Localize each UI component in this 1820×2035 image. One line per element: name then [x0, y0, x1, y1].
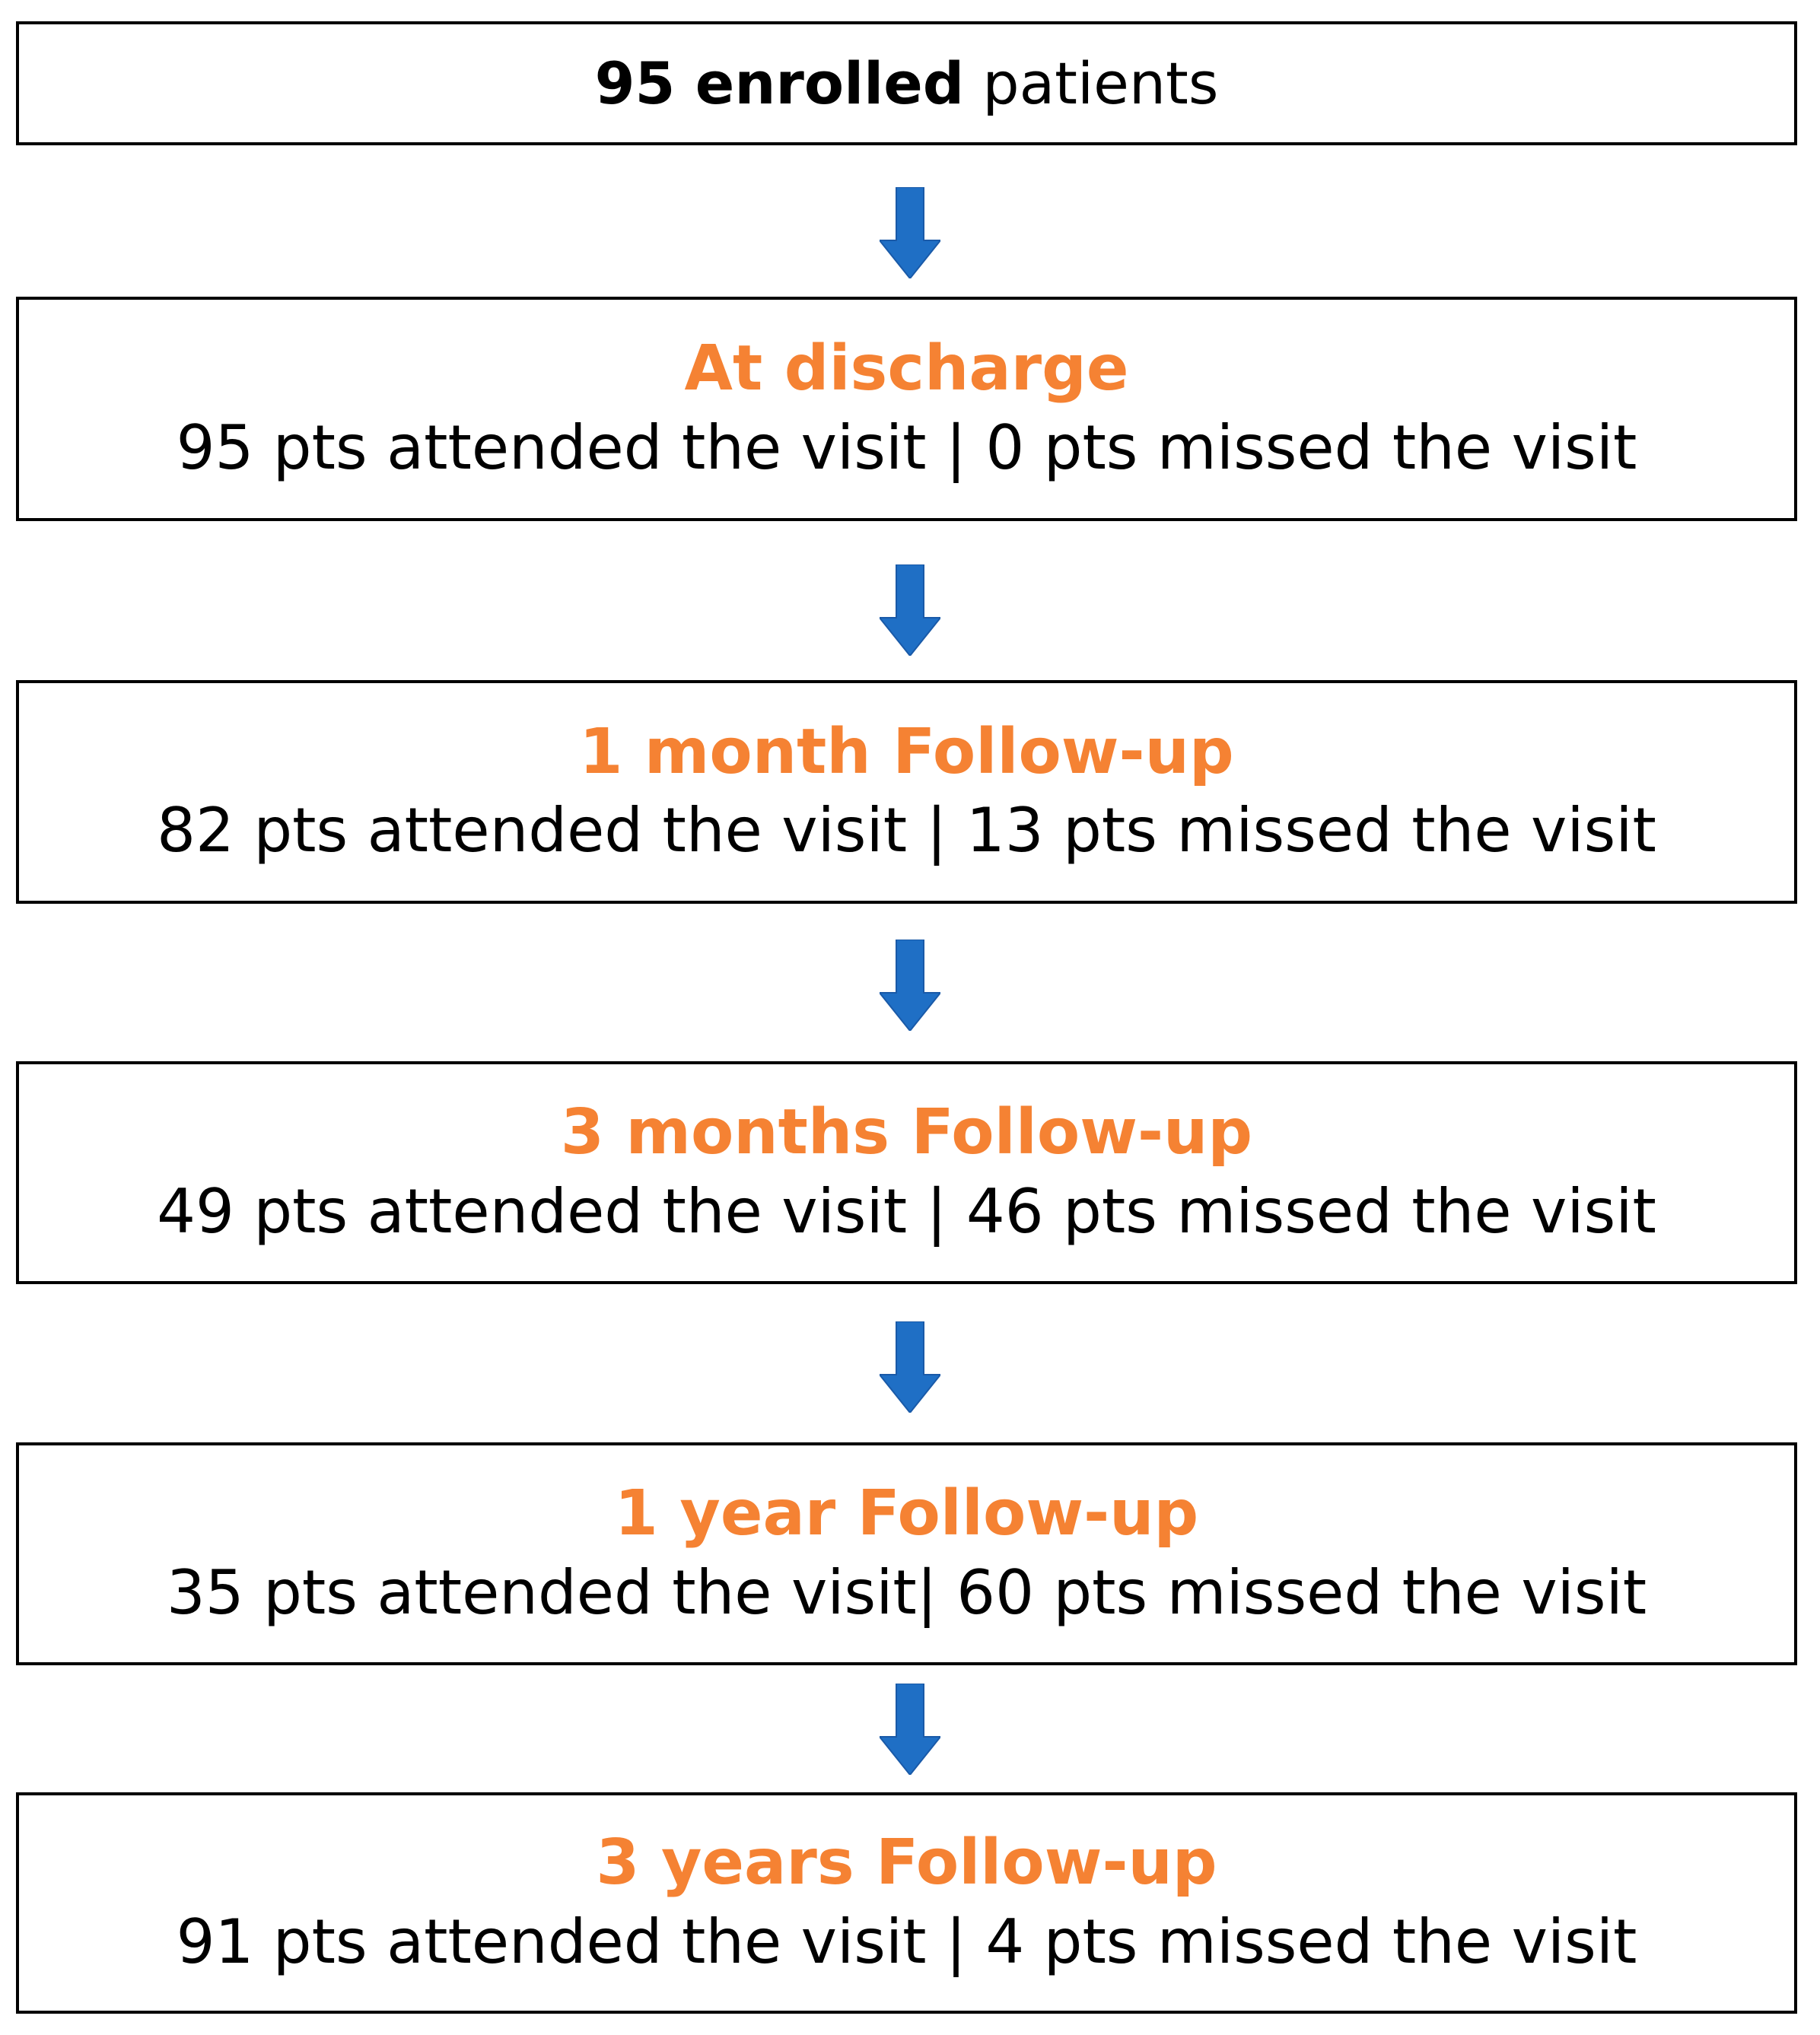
- arrow-down-icon: [880, 564, 940, 656]
- stage-title: 1 month Follow-up: [579, 715, 1234, 788]
- enrollment-suffix: patients: [982, 49, 1219, 117]
- stage-box-discharge: At discharge 95 pts attended the visit |…: [16, 297, 1797, 521]
- stage-box-1-month: 1 month Follow-up 82 pts attended the vi…: [16, 680, 1797, 904]
- arrow-down-icon: [880, 187, 940, 278]
- arrow-down-icon: [880, 1684, 940, 1775]
- stage-box-3-months: 3 months Follow-up 49 pts attended the v…: [16, 1061, 1797, 1284]
- enrollment-count: 95 enrolled: [594, 49, 965, 117]
- stage-box-3-years: 3 years Follow-up 91 pts attended the vi…: [16, 1792, 1797, 2014]
- stage-title: 3 years Follow-up: [596, 1827, 1217, 1900]
- stage-detail: 95 pts attended the visit | 0 pts missed…: [176, 412, 1637, 483]
- stage-detail: 82 pts attended the visit | 13 pts misse…: [157, 795, 1656, 866]
- stage-detail: 49 pts attended the visit | 46 pts misse…: [157, 1175, 1656, 1247]
- enrollment-box: 95 enrolled patients: [16, 21, 1797, 145]
- enrollment-text: 95 enrolled patients: [595, 50, 1219, 116]
- arrow-down-icon: [880, 1321, 940, 1413]
- stage-title: At discharge: [684, 332, 1129, 405]
- stage-detail: 35 pts attended the visit| 60 pts missed…: [166, 1556, 1647, 1628]
- stage-title: 1 year Follow-up: [614, 1477, 1199, 1550]
- stage-box-1-year: 1 year Follow-up 35 pts attended the vis…: [16, 1442, 1797, 1665]
- arrow-down-icon: [880, 940, 940, 1031]
- stage-title: 3 months Follow-up: [560, 1096, 1253, 1169]
- stage-detail: 91 pts attended the visit | 4 pts missed…: [176, 1906, 1637, 1977]
